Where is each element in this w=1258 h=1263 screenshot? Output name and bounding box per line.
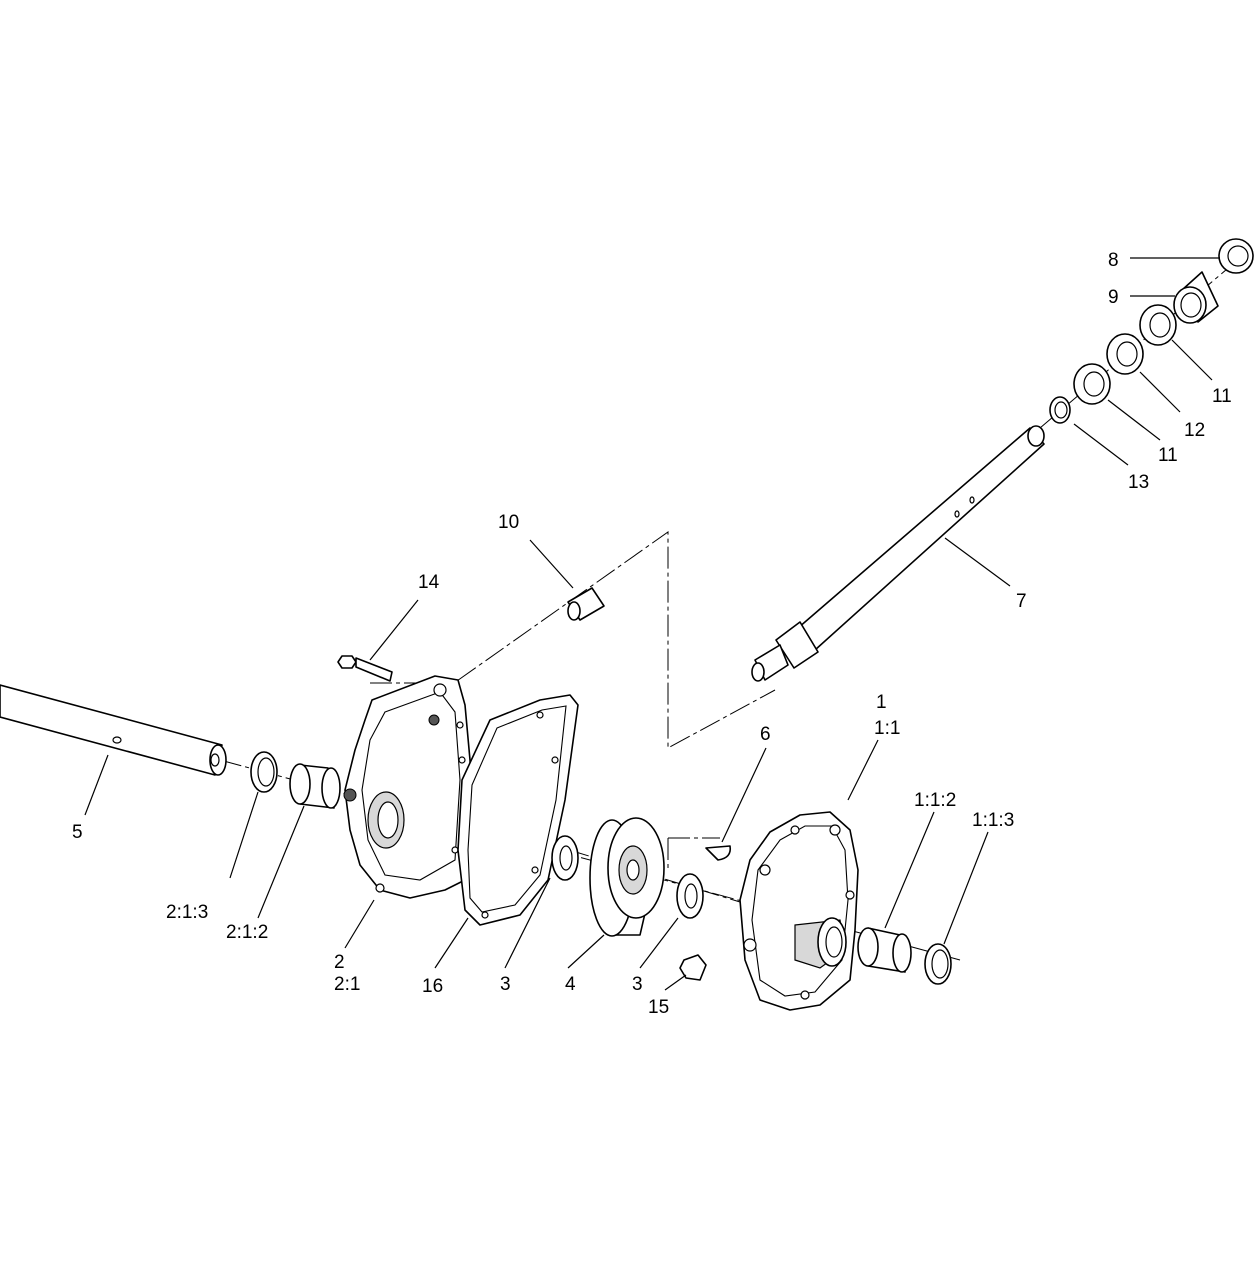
part-4-gear — [589, 817, 665, 937]
callout-1-1-3: 1:1:3 — [972, 810, 1014, 831]
callout-1-1-2: 1:1:2 — [914, 790, 956, 811]
part-14-bolt — [337, 655, 393, 682]
part-7-shaft — [751, 425, 1045, 682]
part-11-washer-upper — [1139, 304, 1177, 346]
callout-3-left: 3 — [500, 974, 511, 995]
callout-2-1: 2:1 — [334, 974, 360, 995]
part-13-snap-ring — [1049, 396, 1071, 424]
part-16-gasket — [457, 694, 579, 926]
callout-7: 7 — [1016, 591, 1027, 612]
callout-3-right: 3 — [632, 974, 643, 995]
callout-15: 15 — [648, 997, 669, 1018]
leader-lines — [84, 257, 1220, 991]
part-1-housing — [739, 811, 859, 1011]
callout-1-1: 1:1 — [874, 718, 900, 739]
part-5-shaft — [0, 684, 227, 776]
callout-9: 9 — [1108, 287, 1119, 308]
part-10-sleeve — [567, 587, 605, 621]
part-1-1-3-seal — [924, 943, 952, 985]
part-2-1-3-seal — [250, 751, 278, 793]
callout-2-1-3: 2:1:3 — [166, 902, 208, 923]
callout-labels: 8 9 11 12 11 13 7 10 14 5 2:1:3 2:1:2 2 … — [72, 250, 1232, 1018]
part-12-washer — [1106, 333, 1144, 375]
callout-6: 6 — [760, 724, 771, 745]
callout-11-upper: 11 — [1212, 386, 1232, 407]
callout-4: 4 — [565, 974, 576, 995]
part-11-washer-lower — [1073, 363, 1111, 405]
part-3-washer-left — [551, 835, 579, 881]
callout-13: 13 — [1128, 472, 1149, 493]
callout-2-1-2: 2:1:2 — [226, 922, 268, 943]
callout-14: 14 — [418, 572, 440, 593]
part-6-key — [705, 845, 732, 861]
part-3-washer-right — [676, 873, 704, 919]
callout-5: 5 — [72, 822, 83, 843]
callout-16: 16 — [422, 976, 443, 997]
part-9-bushing — [1173, 271, 1219, 324]
part-15-fitting — [679, 954, 707, 981]
callout-12: 12 — [1184, 420, 1205, 441]
part-2-housing — [343, 675, 473, 899]
callout-11-lower: 11 — [1158, 445, 1178, 466]
part-2-1-2-bushing — [289, 763, 341, 809]
callout-8: 8 — [1108, 250, 1119, 271]
part-8-seal — [1218, 238, 1254, 274]
callout-10: 10 — [498, 512, 519, 533]
callout-1: 1 — [876, 692, 887, 713]
part-1-1-2-bushing — [857, 927, 912, 973]
callout-2: 2 — [334, 952, 345, 973]
